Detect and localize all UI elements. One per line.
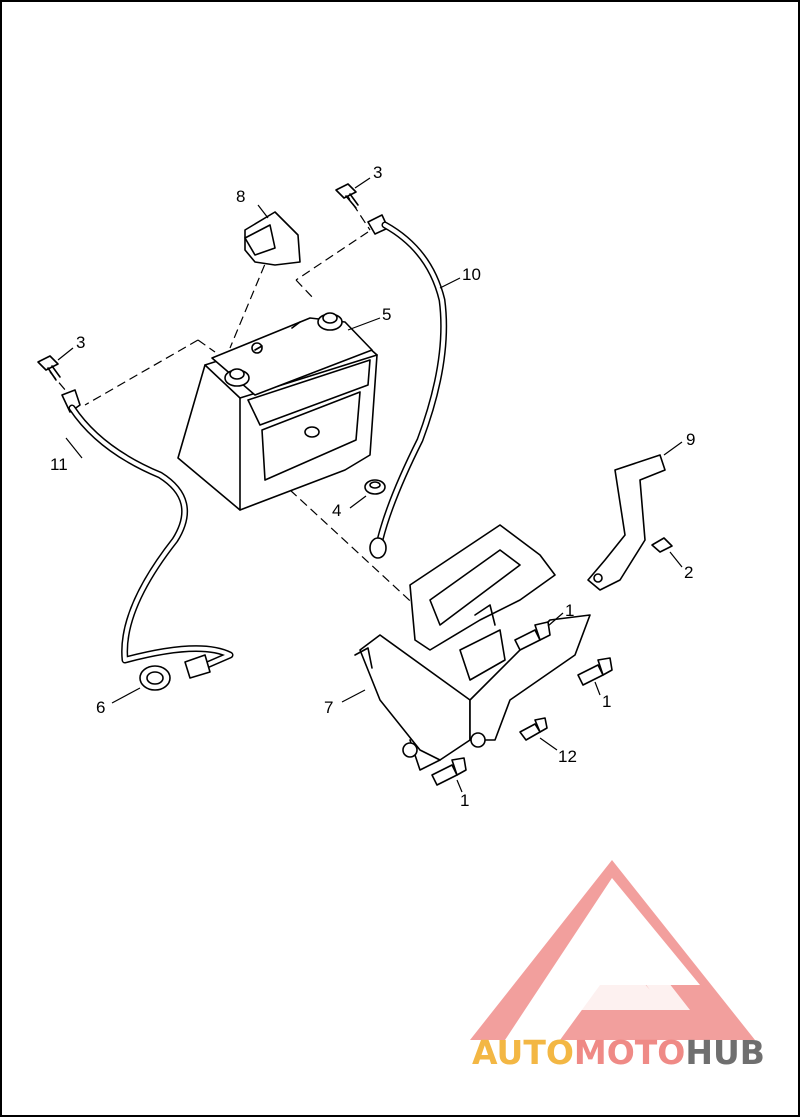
- screw-1a: [514, 621, 551, 651]
- callout-3-top: 3: [373, 163, 382, 182]
- callout-8: 9: [686, 430, 695, 449]
- grommet: [139, 665, 171, 691]
- screw-left: [37, 355, 61, 381]
- callout-6: 6: [96, 698, 105, 717]
- screw-2: [651, 537, 673, 553]
- callout-11: 8: [236, 187, 245, 206]
- assembly-dash-lines: [49, 191, 421, 611]
- callout-4: 4: [332, 501, 341, 520]
- positive-cable: [367, 214, 448, 559]
- screw-1b: [577, 657, 613, 686]
- automotohub-logo: AUTOMOTOHUB: [470, 860, 765, 1072]
- bracket: [587, 454, 666, 591]
- negative-cable: [61, 389, 234, 679]
- battery-tray: [354, 524, 591, 771]
- logo-inner-triangle: [540, 910, 690, 1020]
- logo-triangle: [470, 860, 755, 1040]
- battery: [177, 312, 378, 511]
- logo-word-hub: HUB: [685, 1033, 765, 1072]
- callout-1-lower: 1: [460, 791, 469, 810]
- callout-9: 10: [462, 265, 481, 284]
- logo-word-moto: MOTO: [574, 1033, 685, 1072]
- callout-1-right: 1: [602, 692, 611, 711]
- svg-text:AUTOMOTOHUB: AUTOMOTOHUB: [472, 1033, 765, 1072]
- screw-12: [519, 717, 548, 741]
- terminal-cover: [244, 211, 301, 266]
- callout-2: 2: [684, 563, 693, 582]
- callout-labels: 8 3 3 5 10 11 9 4 2 1 1 7 6 12 1: [50, 163, 695, 810]
- callout-5: 5: [382, 305, 391, 324]
- callout-10: 11: [50, 455, 68, 474]
- screw-top: [335, 183, 359, 209]
- screw-1c: [431, 757, 467, 786]
- logo-word-auto: AUTO: [472, 1033, 574, 1072]
- callout-1-upper: 1: [565, 601, 574, 620]
- callout-7: 7: [324, 698, 333, 717]
- nut: [364, 479, 386, 495]
- callout-3-left: 3: [76, 333, 85, 352]
- callout-12: 12: [558, 747, 577, 766]
- leader-lines: [57, 177, 683, 793]
